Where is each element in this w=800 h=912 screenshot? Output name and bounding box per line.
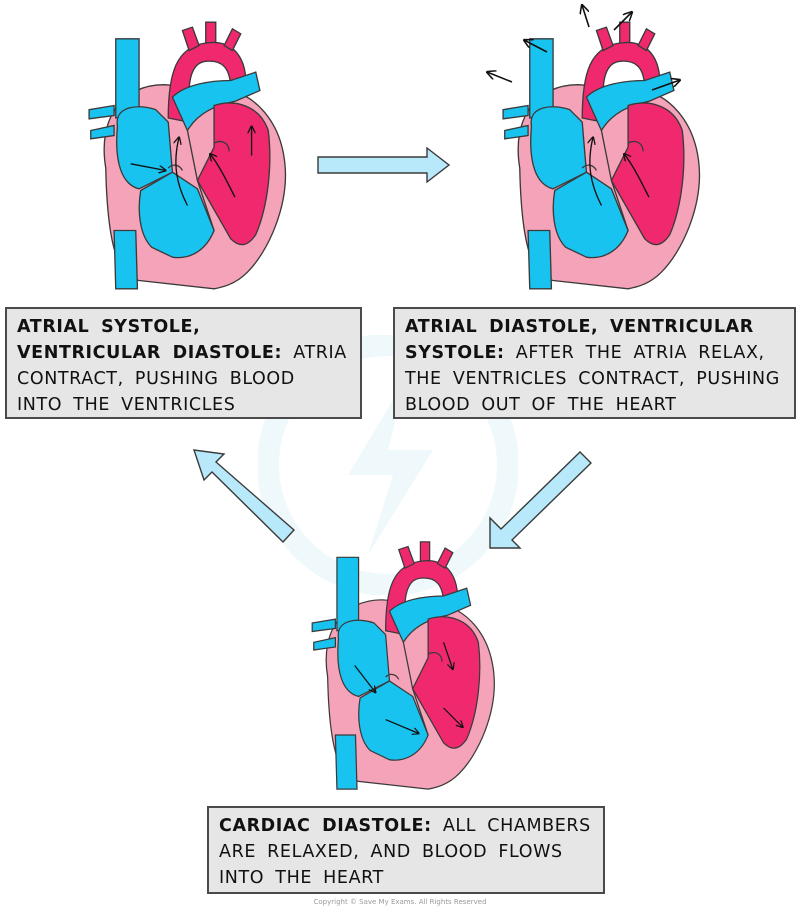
caption-heading: ATRIAL SYSTOLE, VENTRICULAR DIASTOLE: — [17, 317, 283, 363]
arrow-to-atrial-systole — [192, 449, 296, 544]
heart-ventricular-systole — [496, 18, 706, 293]
ejection-arrows — [482, 2, 682, 91]
arrow-to-diastole — [489, 451, 592, 549]
arrow-to-systole — [317, 146, 451, 184]
caption-body: AFTER THE ATRIA RELAX, THE VENTRICLES CO… — [405, 343, 780, 415]
caption-ventricular-systole: ATRIAL DIASTOLE, VENTRICULAR SYSTOLE: AF… — [393, 307, 796, 419]
caption-cardiac-diastole: CARDIAC DIASTOLE: ALL CHAMBERS ARE RELAX… — [207, 806, 605, 894]
caption-heading: CARDIAC DIASTOLE: — [219, 816, 432, 836]
caption-atrial-systole: ATRIAL SYSTOLE, VENTRICULAR DIASTOLE: AT… — [5, 307, 362, 419]
caption-body: ALL CHAMBERS ARE RELAXED, AND BLOOD FLOW… — [219, 816, 591, 888]
caption-body: ATRIA CONTRACT, PUSHING BLOOD INTO THE V… — [17, 343, 347, 415]
heart-atrial-systole — [82, 18, 292, 293]
heart-cardiac-diastole — [298, 538, 508, 793]
copyright-notice: Copyright © Save My Exams. All Rights Re… — [313, 898, 487, 906]
caption-heading: ATRIAL DIASTOLE, VENTRICULAR SYSTOLE: — [405, 317, 754, 363]
logo-watermark — [257, 334, 519, 599]
